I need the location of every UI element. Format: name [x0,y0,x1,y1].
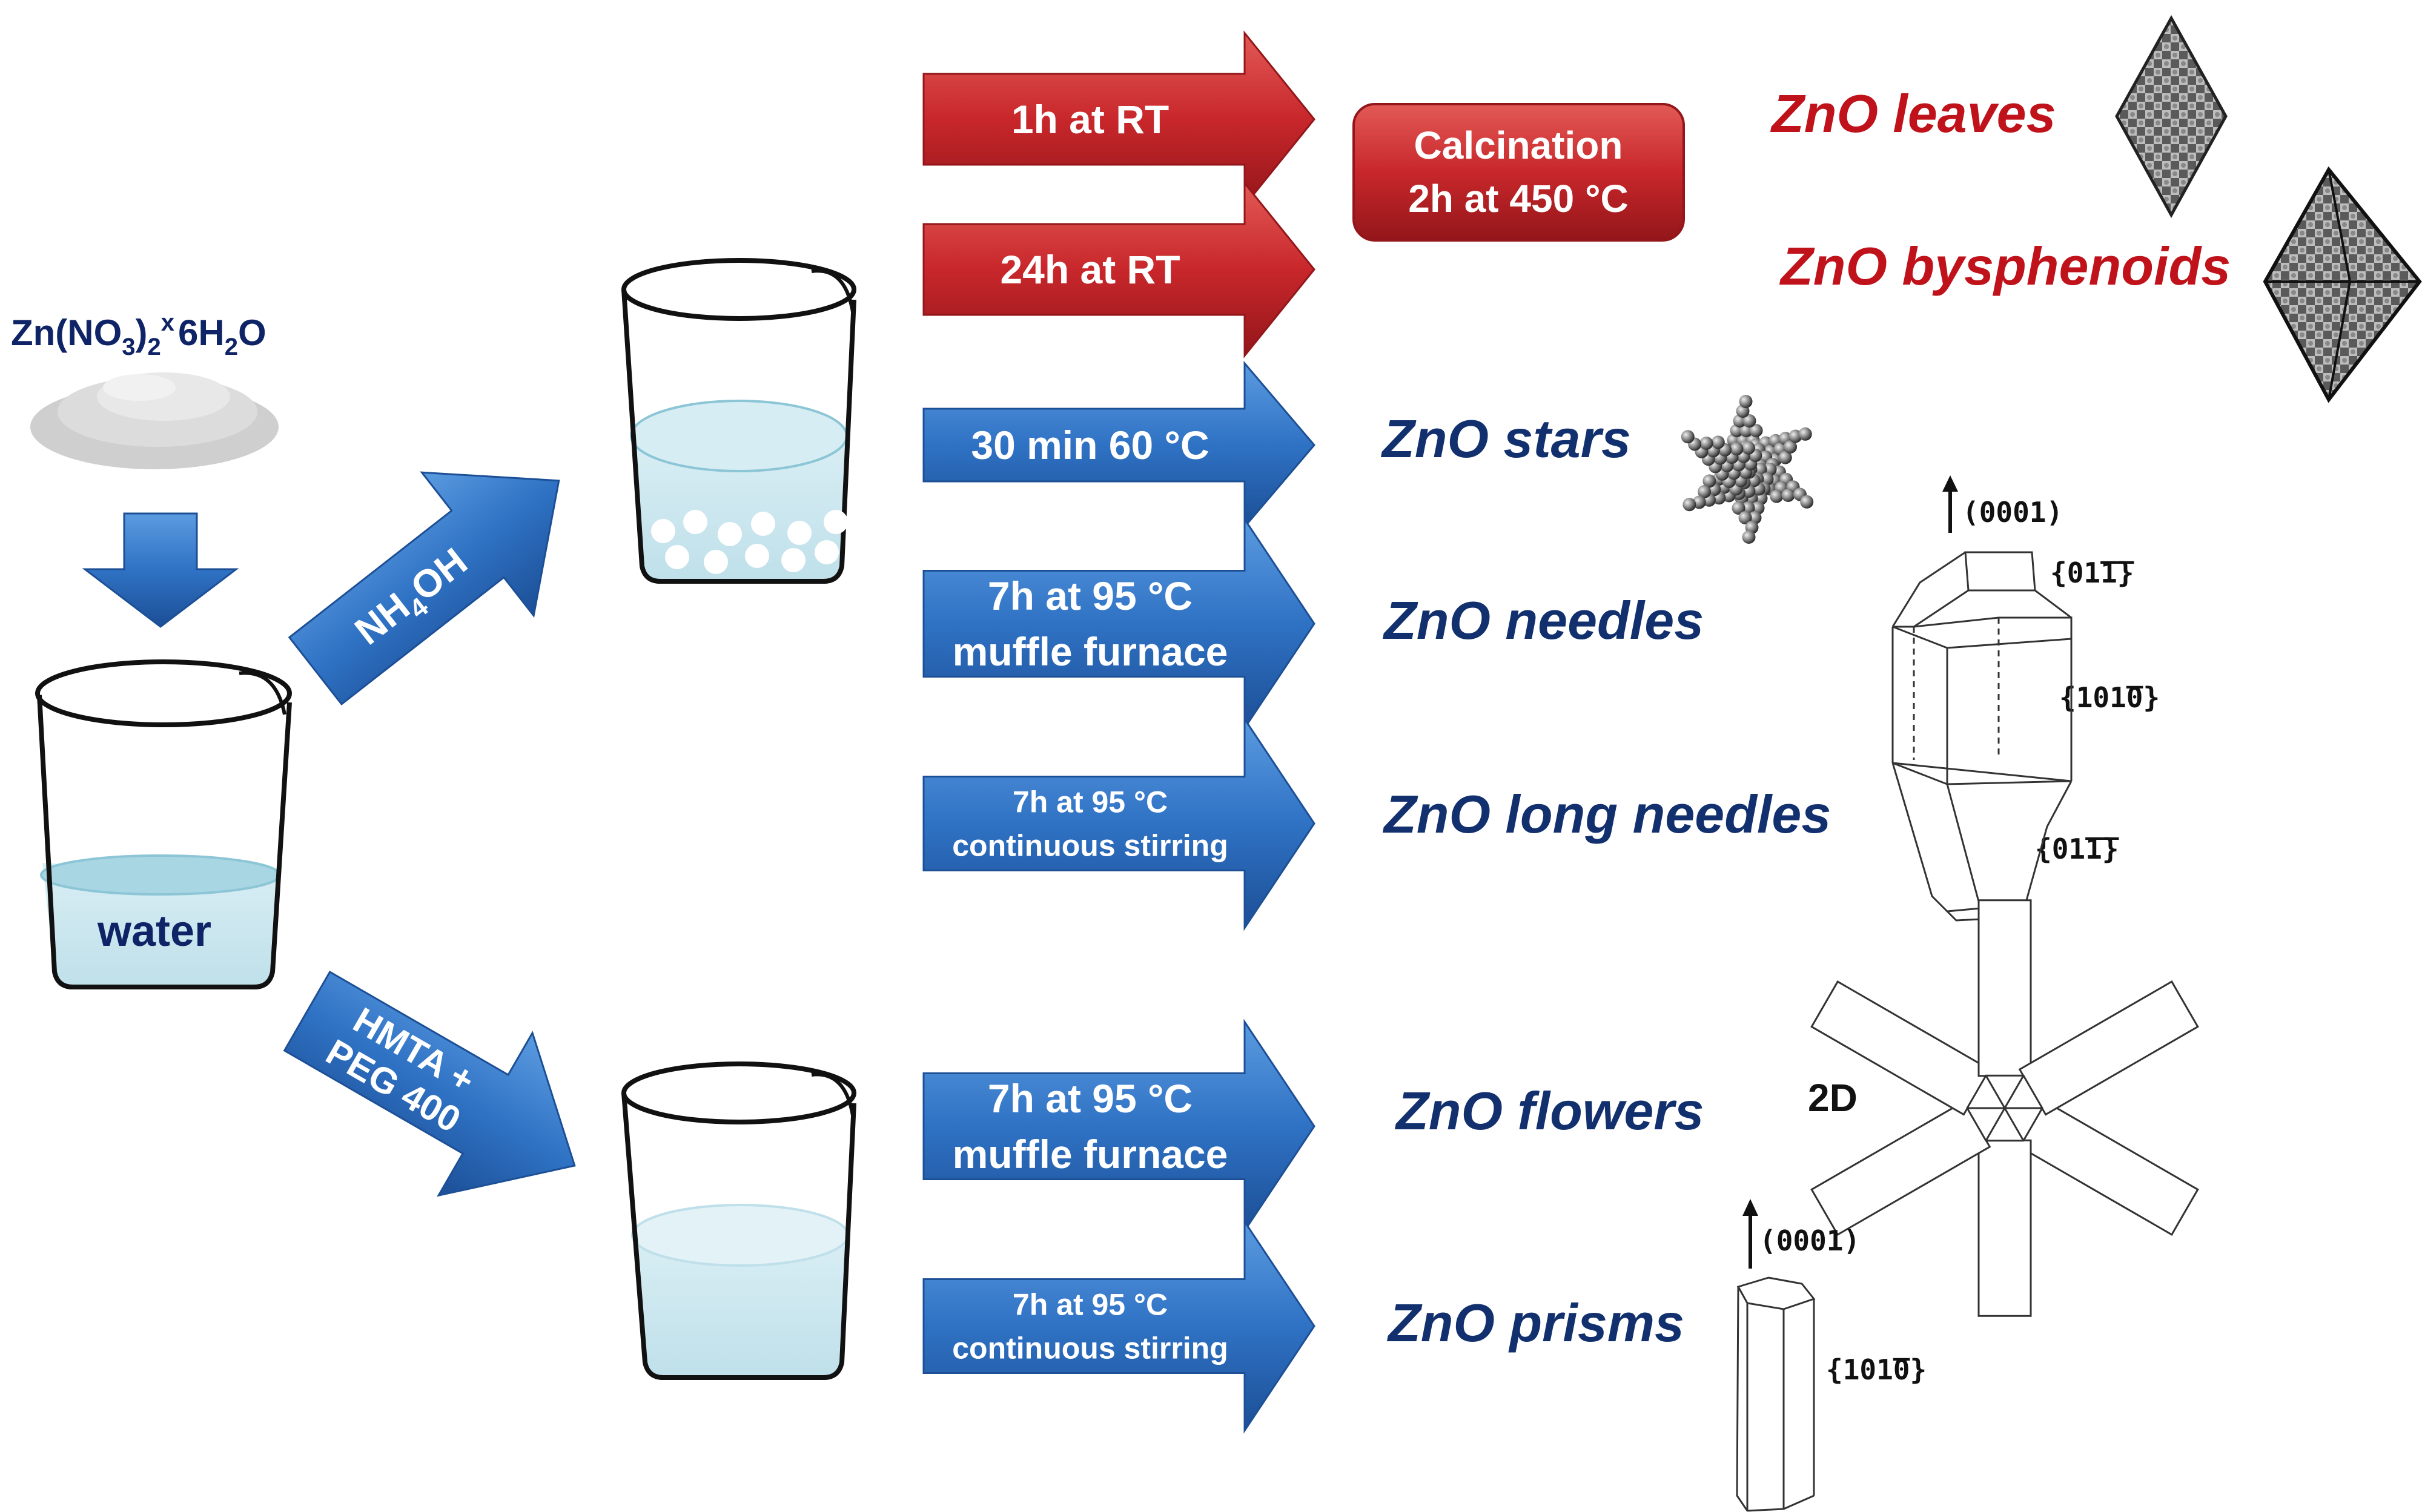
arrow-label: continuous stirring [952,1332,1228,1365]
prism-axis-label: (0001) [1759,1224,1860,1257]
water-beaker: water [35,659,292,989]
down-arrow [82,512,239,628]
arrow-body [922,1218,1315,1434]
arrow-body [922,30,1315,208]
arrow-1h-rt: 1h at RT [922,30,1315,208]
product-zno-leaves: ZnO leaves [1770,84,2056,144]
zno-bysphenoid-illustration [2263,166,2422,403]
arrow-body [922,180,1315,358]
prism-facet-label: {101̅0} [1826,1353,1927,1386]
product-zno-stars: ZnO stars [1380,409,1631,469]
facet-label-bottom: {01̅1̅} [2035,833,2119,865]
arrow-label: 7h at 95 °C [1013,785,1168,819]
water-label: water [97,907,211,956]
arrow-24h-rt: 24h at RT [922,180,1315,358]
arrow-body [922,516,1315,731]
arrow-body [922,1018,1315,1234]
arrow-label: muffle furnace [953,1132,1228,1177]
hmta-beaker [621,1061,856,1380]
arrow-label: continuous stirring [952,829,1228,863]
nh4oh-beaker [621,258,856,584]
arrow-label: muffle furnace [953,629,1228,674]
arrow-30min: 30 min 60 °C [922,360,1315,530]
product-zno-long-needles: ZnO long needles [1382,784,1831,844]
axis-label-0001: (0001) [1962,496,2063,529]
arrow-label: 1h at RT [1011,97,1169,142]
precipitate-particles [651,510,848,574]
product-zno-bysphenoids: ZnO bysphenoids [1779,236,2231,296]
prism-crystal-schematic: (0001) {101̅0} [1736,1199,1927,1512]
nh4oh-arrow: NH4OH [288,471,560,706]
svg-text:2h at 450 °C: 2h at 450 °C [1408,177,1629,220]
arrow-7h-stir-2: 7h at 95 °C continuous stirring [922,1218,1315,1434]
facet-label-top: {01̅1̅} [2050,556,2134,589]
calcination-box: Calcination 2h at 450 °C [1352,103,1685,242]
zno-leaves-illustration [2115,15,2228,219]
hmta-peg-arrow: HMTA + PEG 400 [283,970,576,1197]
arrow-7h-stir-1: 7h at 95 °C continuous stirring [922,716,1315,931]
arrow-body [922,360,1315,530]
arrow-7h-muffle-2: 7h at 95 °C muffle furnace [922,1018,1315,1234]
arrow-label: 7h at 95 °C [1013,1288,1168,1322]
process-arrows: 1h at RT 24h at RT 30 min 60 °C 7h at 95 °C… [922,30,1315,1434]
zinc-nitrate-powder [30,372,279,469]
zno-star-illustration [1681,395,1814,544]
arrow-label: 24h at RT [1000,247,1180,292]
product-zno-needles: ZnO needles [1382,590,1704,650]
flower-2d-label: 2D [1808,1076,1858,1120]
facet-label-prism: {101̅0} [2059,681,2160,714]
arrow-body [922,716,1315,931]
flower-2d-schematic: 2D [1808,899,2199,1317]
arrow-label: 7h at 95 °C [988,573,1193,618]
arrow-label: 7h at 95 °C [988,1076,1193,1121]
arrow-7h-muffle-1: 7h at 95 °C muffle furnace [922,516,1315,731]
product-zno-flowers: ZnO flowers [1394,1081,1704,1141]
svg-text:Calcination: Calcination [1414,124,1623,167]
product-zno-prisms: ZnO prisms [1386,1293,1684,1353]
needle-crystal-schematic: (0001) {01̅1̅} {101̅0} {01̅1̅} [1891,475,2160,922]
arrow-label: 30 min 60 °C [971,423,1209,467]
